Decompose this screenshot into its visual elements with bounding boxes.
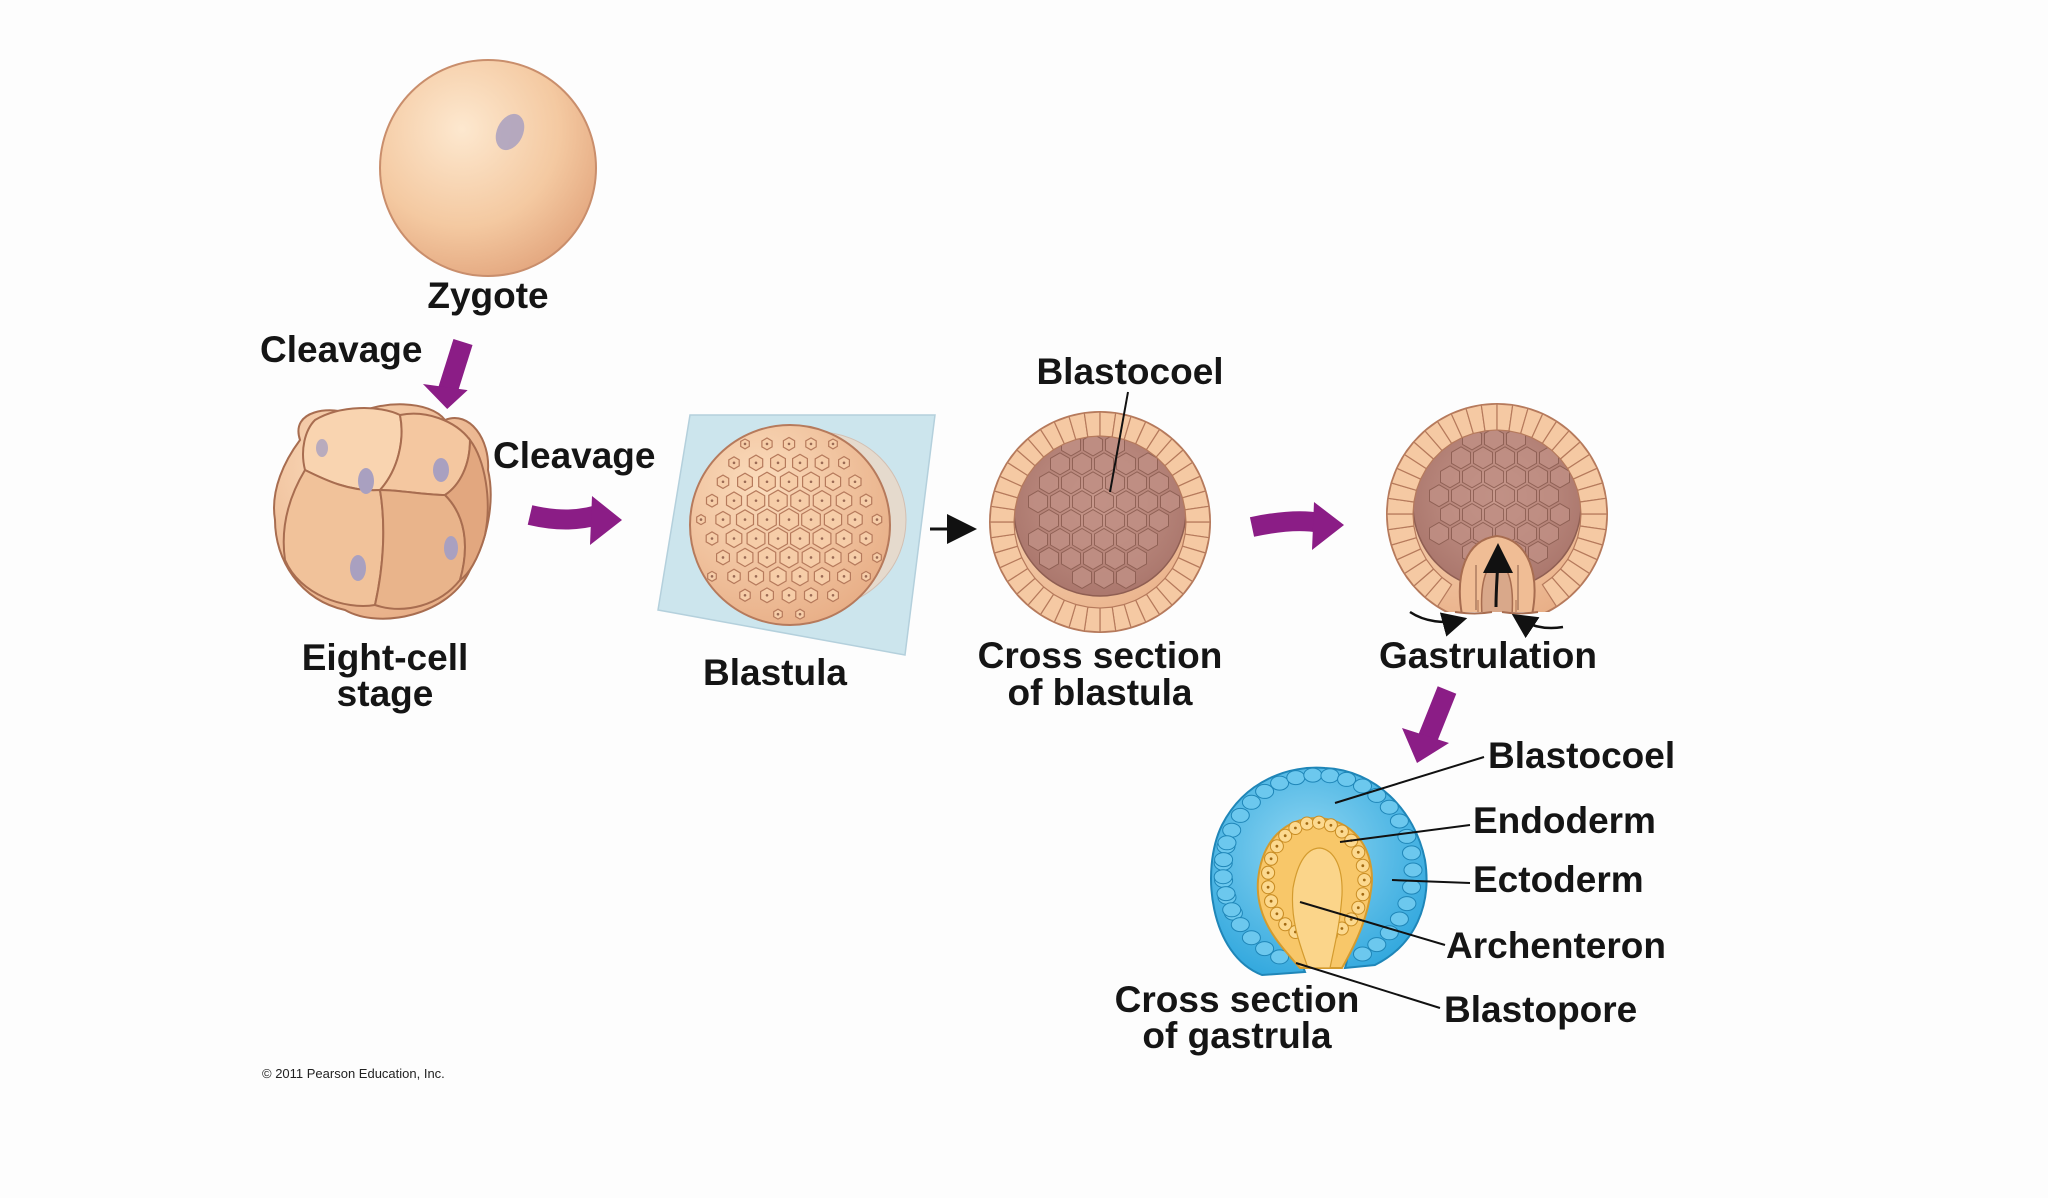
arrow-to-gastrulation — [1249, 502, 1344, 550]
archenteron-label: Archenteron — [1446, 925, 1666, 966]
ectoderm-label: Ectoderm — [1473, 859, 1644, 900]
gastrula-pointer-lines — [1295, 756, 1485, 1009]
zygote-label: Zygote — [427, 275, 548, 316]
arrow-to-gastrula — [1402, 686, 1457, 763]
blastopore-label: Blastopore — [1444, 989, 1637, 1030]
copyright-notice: © 2011 Pearson Education, Inc. — [262, 1066, 445, 1081]
endoderm-label: Endoderm — [1473, 800, 1656, 841]
blastocoel-pointer-top — [1109, 391, 1129, 493]
cross-gastrula-label-line2: of gastrula — [1142, 1015, 1332, 1056]
gastrulation-label: Gastrulation — [1379, 635, 1597, 676]
eight-cell-embryo — [273, 403, 492, 620]
cleavage-arrow-2 — [527, 496, 622, 545]
cross-blastula-label-line1: Cross section — [978, 635, 1223, 676]
eight-cell-label-line1: Eight-cell — [302, 637, 469, 678]
zygote-cell — [379, 59, 597, 277]
cross-blastula-label-line2: of blastula — [1007, 672, 1192, 713]
blastula-cross-section — [989, 411, 1211, 633]
blastocoel-label-top: Blastocoel — [1036, 351, 1223, 392]
cleavage-label-1: Cleavage — [260, 329, 423, 370]
gastrula-blastocoel-label: Blastocoel — [1488, 735, 1675, 776]
gastrulation-embryo — [1386, 403, 1608, 639]
gastrula-cross-section — [1210, 766, 1428, 977]
cleavage-arrow-1 — [422, 339, 473, 409]
cleavage-label-2: Cleavage — [493, 435, 656, 476]
blastula-label: Blastula — [703, 652, 847, 693]
eight-cell-label-line2: stage — [337, 673, 434, 714]
cross-gastrula-label-line1: Cross section — [1115, 979, 1360, 1020]
blastula — [657, 414, 936, 656]
